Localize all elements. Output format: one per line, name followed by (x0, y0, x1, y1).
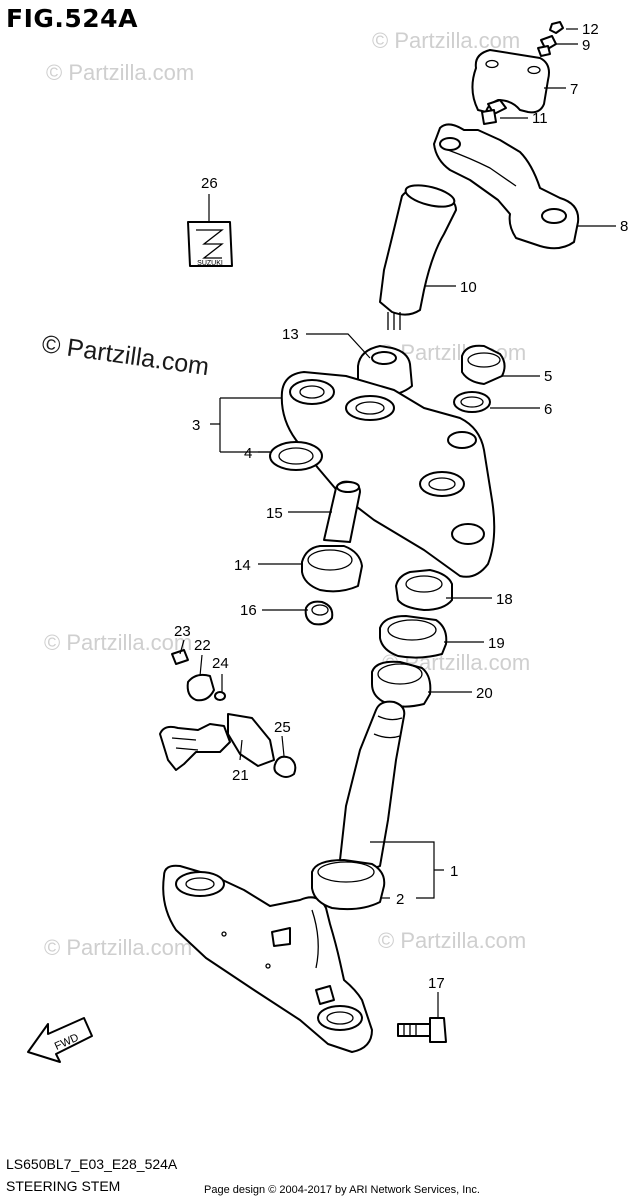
part-22-bracket[interactable] (186, 673, 215, 702)
suzuki-logo-text: SUZUKI (197, 260, 223, 267)
part-1-steering-stem[interactable] (162, 700, 406, 1053)
part-24-washer[interactable] (214, 691, 226, 701)
callout-17: 17 (428, 975, 445, 992)
part-17-bolt[interactable] (397, 1017, 447, 1043)
callout-25: 25 (274, 719, 291, 736)
callout-18: 18 (496, 591, 513, 608)
callout-4: 4 (244, 445, 252, 462)
callout-23: 23 (174, 623, 191, 640)
watermark: © Partzilla.com (44, 935, 193, 960)
part-4-washer[interactable] (269, 441, 323, 471)
callout-16: 16 (240, 602, 257, 619)
callout-3: 3 (192, 417, 200, 434)
part-7-holder-upper[interactable] (471, 49, 550, 114)
part-14-nut[interactable] (301, 545, 363, 593)
callout-5: 5 (544, 368, 552, 385)
fwd-arrow: FWD (27, 1017, 93, 1063)
part-25-cap[interactable] (273, 755, 297, 778)
callout-7: 7 (570, 81, 578, 98)
callout-12: 12 (582, 21, 599, 38)
callout-24: 24 (212, 655, 229, 672)
figure-code: LS650BL7_E03_E28_524A (6, 1156, 178, 1172)
part-2-lower-bearing[interactable] (311, 859, 386, 911)
callout-20: 20 (476, 685, 493, 702)
callout-14: 14 (234, 557, 251, 574)
part-20-bearing[interactable] (371, 660, 432, 708)
part-3-upper-bracket[interactable] (280, 371, 496, 578)
part-16-cap[interactable] (304, 600, 334, 626)
callout-13: 13 (282, 326, 299, 343)
watermark: © Partzilla.com (378, 928, 527, 953)
page-credit: Page design © 2004-2017 by ARI Network S… (204, 1184, 480, 1196)
callout-11: 11 (532, 110, 548, 127)
part-15-bolt[interactable] (323, 480, 361, 543)
part-21-ignition-switch[interactable] (159, 713, 275, 771)
leader-lines (179, 28, 616, 1018)
part-6-washer[interactable] (453, 391, 491, 413)
part-23-screw[interactable] (171, 649, 189, 665)
part-10-handlebar-stud[interactable] (379, 181, 457, 330)
part-9-bolt[interactable] (537, 35, 557, 57)
figure-caption: STEERING STEM (6, 1178, 121, 1194)
part-19-bearing-race[interactable] (379, 615, 448, 659)
callout-21: 21 (232, 767, 249, 784)
callout-8: 8 (620, 218, 628, 235)
part-8-holder-lower[interactable] (433, 123, 580, 250)
watermark: © Partzilla.com (372, 28, 521, 53)
figure-title: FIG.524A (6, 4, 138, 33)
callout-22: 22 (194, 637, 211, 654)
watermark: © Partzilla.com (46, 60, 195, 85)
part-12-cap[interactable] (549, 21, 564, 34)
watermark: © Partzilla.com (44, 630, 193, 655)
callout-1: 1 (450, 863, 458, 880)
callout-labels: 12 9 7 11 8 10 26 13 5 6 3 4 15 14 16 18… (174, 21, 628, 992)
callout-9: 9 (582, 37, 590, 54)
part-26-suzuki-emblem[interactable]: SUZUKI (187, 221, 233, 267)
part-11-bolt[interactable] (481, 99, 507, 125)
callout-15: 15 (266, 505, 283, 522)
part-5-cap[interactable] (461, 344, 506, 385)
callout-2: 2 (396, 891, 404, 908)
callout-6: 6 (544, 401, 552, 418)
callout-26: 26 (201, 175, 218, 192)
part-18-lock-nut[interactable] (395, 569, 453, 611)
callout-19: 19 (488, 635, 505, 652)
callout-10: 10 (460, 279, 477, 296)
